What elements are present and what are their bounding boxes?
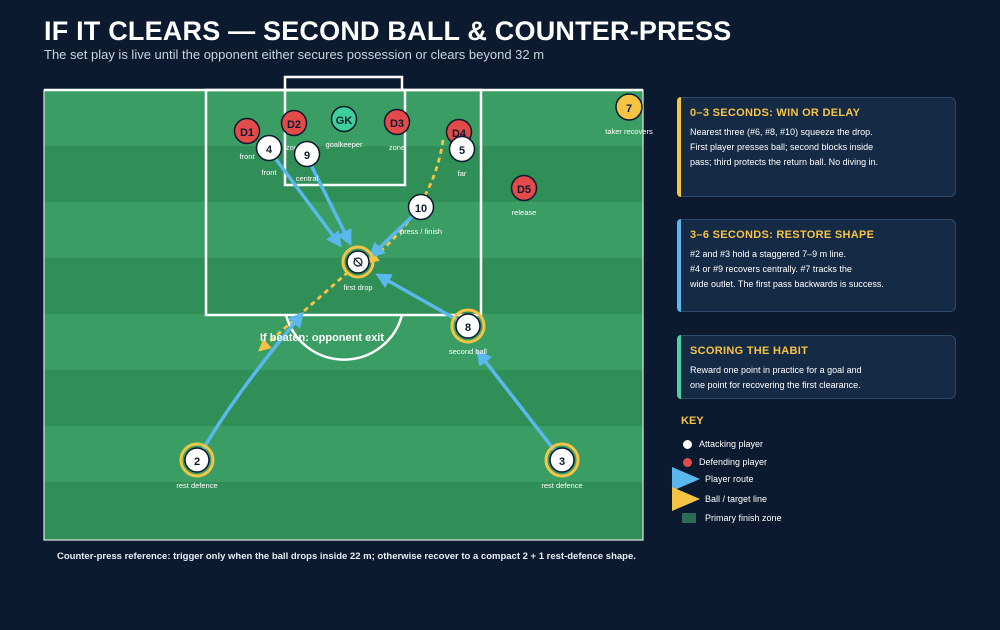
card-line: one point for recovering the first clear… <box>690 380 861 390</box>
svg-text:9: 9 <box>304 150 310 162</box>
goalkeeper: GK goalkeeper <box>325 105 363 149</box>
route-9 <box>305 156 352 246</box>
card-win-or-delay: 0–3 SECONDS: WIN OR DELAY Nearest three … <box>677 97 956 197</box>
svg-text:press / finish: press / finish <box>400 227 442 236</box>
route-4 <box>267 148 342 248</box>
defender-d5: D5 release <box>510 174 538 217</box>
finish-zone-swatch-icon <box>682 513 696 523</box>
pitch-lines <box>44 75 643 361</box>
pitch-annotation: If beaten: opponent exit <box>260 332 384 344</box>
card-line: Nearest three (#6, #8, #10) squeeze the … <box>690 127 873 137</box>
svg-text:rest defence: rest defence <box>541 481 582 490</box>
svg-text:taker recovers: taker recovers <box>605 127 653 136</box>
card-line: #2 and #3 hold a staggered 7–9 m line. <box>690 249 847 259</box>
attacker-8: 8 second ball <box>449 308 487 356</box>
attackers: 4 front 9 central 5 far 10 press / finis… <box>176 134 583 490</box>
ball-icon <box>353 257 363 267</box>
svg-text:goalkeeper: goalkeeper <box>325 140 363 149</box>
card-line: wide outlet. The first pass backwards is… <box>690 279 884 289</box>
svg-text:7: 7 <box>626 103 632 115</box>
attacker-4: 4 front <box>255 134 283 177</box>
ball-first-drop: first drop <box>341 245 375 292</box>
card-title: 3–6 SECONDS: RESTORE SHAPE <box>690 229 875 241</box>
card-line: #4 or #9 recovers centrally. #7 tracks t… <box>690 264 852 274</box>
svg-text:release: release <box>512 208 537 217</box>
page-title: IF IT CLEARS — SECOND BALL & COUNTER-PRE… <box>44 16 732 46</box>
svg-text:D1: D1 <box>240 127 254 139</box>
page-subtitle: The set play is live until the opponent … <box>44 47 545 62</box>
defender-d1: D1 front <box>233 117 261 161</box>
svg-text:D3: D3 <box>390 118 404 130</box>
svg-text:D2: D2 <box>287 119 301 131</box>
svg-text:rest defence: rest defence <box>176 481 217 490</box>
key-item-route: Player route <box>672 467 754 491</box>
svg-text:3: 3 <box>559 456 565 468</box>
svg-text:D5: D5 <box>517 184 531 196</box>
svg-text:5: 5 <box>459 145 465 157</box>
footnote: Counter-press reference: trigger only wh… <box>57 551 636 562</box>
key-item-ball-line: Ball / target line <box>672 487 768 511</box>
attacker-3: 3 rest defence <box>541 442 583 490</box>
svg-text:zone: zone <box>286 143 302 152</box>
svg-text:central: central <box>296 174 319 183</box>
svg-text:GK: GK <box>336 115 353 127</box>
attacker-10: 10 press / finish <box>400 193 442 236</box>
svg-text:4: 4 <box>266 144 273 156</box>
card-accent-bar <box>677 97 681 197</box>
defender-swatch-icon <box>682 456 693 468</box>
attacker-2: 2 rest defence <box>176 442 218 490</box>
attacker-9: 9 central <box>293 140 321 183</box>
key-label: Player route <box>705 474 754 484</box>
svg-text:first drop: first drop <box>343 283 372 292</box>
defenders: D1 front D2 zone GK goalkeeper D3 zone D… <box>233 105 538 217</box>
card-scoring-habit: SCORING THE HABIT Reward one point in pr… <box>677 335 956 399</box>
card-body: Reward one point in practice for a goal … <box>690 363 943 393</box>
card-accent-bar <box>677 219 681 312</box>
svg-text:front: front <box>261 168 277 177</box>
key-item-attacker: Attacking player <box>682 435 763 453</box>
card-restore-shape: 3–6 SECONDS: RESTORE SHAPE #2 and #3 hol… <box>677 219 956 312</box>
attacker-5: 5 far <box>448 135 476 178</box>
svg-text:zone: zone <box>389 143 405 152</box>
defender-d2: D2 zone <box>280 109 308 152</box>
key-label: Ball / target line <box>705 494 768 504</box>
key-label: Attacking player <box>699 439 764 449</box>
key-item-finish-zone: Primary finish zone <box>682 509 782 527</box>
svg-text:8: 8 <box>465 322 471 334</box>
key-title: KEY <box>681 415 704 427</box>
svg-text:far: far <box>458 169 467 178</box>
svg-text:second ball: second ball <box>449 347 487 356</box>
card-body: #2 and #3 hold a staggered 7–9 m line. #… <box>690 247 943 292</box>
card-accent-bar <box>677 335 681 399</box>
card-title: 0–3 SECONDS: WIN OR DELAY <box>690 107 861 119</box>
route-3 <box>476 349 564 462</box>
key-label: Primary finish zone <box>705 513 782 523</box>
card-line: First player presses ball; second blocks… <box>690 142 874 152</box>
attacker-swatch-icon <box>682 438 693 450</box>
ball-line-swatch-icon <box>672 487 700 511</box>
svg-text:2: 2 <box>194 456 200 468</box>
key-label: Defending player <box>699 457 768 467</box>
card-title: SCORING THE HABIT <box>690 345 809 357</box>
svg-text:10: 10 <box>415 203 427 215</box>
card-line: Reward one point in practice for a goal … <box>690 365 862 375</box>
card-body: Nearest three (#6, #8, #10) squeeze the … <box>690 125 943 170</box>
ball-line-exit <box>258 264 356 352</box>
taker-7: 7 taker recovers <box>605 93 653 136</box>
svg-text:front: front <box>239 152 255 161</box>
defender-d3: D3 zone <box>383 108 411 152</box>
card-line: pass; third protects the return ball. No… <box>690 157 879 167</box>
